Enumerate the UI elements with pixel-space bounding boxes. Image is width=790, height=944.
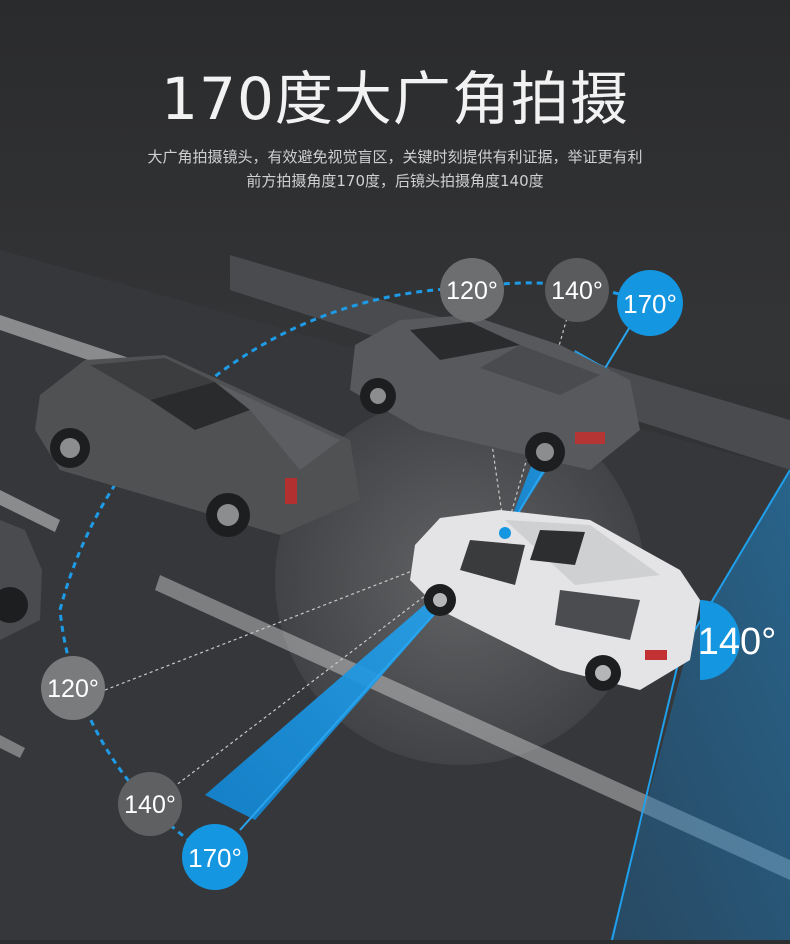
svg-text:170°: 170°: [623, 289, 677, 319]
svg-text:120°: 120°: [446, 277, 498, 305]
svg-text:140°: 140°: [551, 277, 603, 305]
badge-front-170: 170°: [617, 270, 683, 336]
pickup-truck: [35, 355, 360, 537]
rear-coverage-edge: [679, 469, 790, 656]
badge-rear-140: 140°: [698, 600, 777, 680]
rear-coverage-edge: [611, 654, 681, 941]
badge-left-120: 120°: [41, 656, 105, 720]
page-title: 170度大广角拍摄: [161, 65, 629, 133]
svg-text:140°: 140°: [124, 791, 176, 819]
lane-marking: [0, 735, 25, 758]
svg-text:170°: 170°: [188, 843, 242, 873]
partial-car: [0, 520, 42, 640]
subtitle-line-2: 前方拍摄角度170度，后镜头拍摄角度140度: [246, 172, 544, 190]
white-suv: [410, 510, 700, 691]
badge-front-140: 140°: [545, 258, 609, 322]
badge-left-170: 170°: [182, 824, 248, 890]
sedan-car: [350, 315, 640, 472]
badge-left-140: 140°: [118, 772, 182, 836]
subtitle-line-1: 大广角拍摄镜头，有效避免视觉盲区，关键时刻提供有利证据，举证更有利: [147, 148, 643, 166]
badge-front-120: 120°: [440, 258, 504, 322]
svg-text:120°: 120°: [47, 675, 99, 703]
lane-marking: [0, 490, 60, 532]
svg-text:140°: 140°: [698, 621, 777, 663]
camera-dot: [499, 527, 511, 539]
rear-camera-coverage: [610, 470, 790, 940]
